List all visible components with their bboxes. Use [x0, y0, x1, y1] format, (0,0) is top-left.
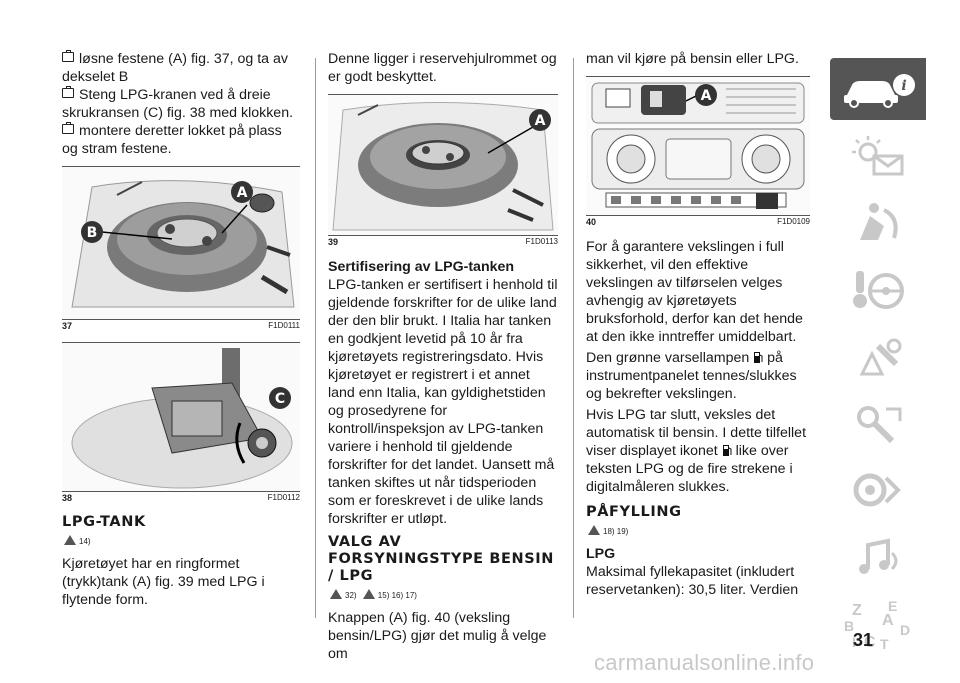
- tab-technical-data[interactable]: [830, 460, 926, 522]
- warning-reference: 14): [64, 533, 300, 551]
- column-3: man vil kjøre på bensin eller LPG. A: [586, 50, 810, 599]
- tab-multimedia[interactable]: [830, 527, 926, 589]
- column-divider: [315, 58, 316, 618]
- section-heading: PÅFYLLING: [586, 504, 682, 520]
- figure-40: A 40: [586, 76, 810, 227]
- checkbox-icon: [62, 122, 74, 134]
- lpg-pump-icon: [754, 352, 763, 363]
- paragraph: Denne ligger i reservehjulrommet og er g…: [328, 51, 557, 85]
- step-3: montere deretter lokket på plass og stra…: [62, 122, 282, 157]
- paragraph: Maksimal fyllekapasitet (inkludert reser…: [586, 564, 799, 598]
- index-letter: B: [844, 618, 854, 634]
- section-heading: VALG AV FORSYNINGSTYPE BENSIN / LPG: [328, 534, 554, 584]
- index-letter: A: [882, 612, 894, 629]
- step-2: Steng LPG-kranen ved å dreie skrukransen…: [62, 86, 294, 121]
- figure-38: C 38 F1D0112: [62, 342, 300, 503]
- callout-c: C: [275, 391, 285, 407]
- paragraph: Knappen (A) fig. 40 (veksling bensin/LPG…: [328, 610, 547, 662]
- callout-a: A: [535, 113, 546, 129]
- figure-number: 38: [62, 493, 73, 503]
- tab-emergency[interactable]: [830, 326, 926, 388]
- subheading: Sertifisering av LPG-tanken: [328, 259, 515, 275]
- callout-b: B: [87, 225, 98, 241]
- paragraph: Kjøretøyet har en ringformet (trykk)tank…: [62, 556, 265, 608]
- watermark: carmanualsonline.info: [594, 650, 815, 675]
- index-letter: E: [888, 599, 897, 614]
- column-divider: [573, 58, 574, 618]
- figure-39: A 39 F1D0113: [328, 94, 558, 247]
- safety-icon: [860, 203, 898, 240]
- index-letter: C: [864, 634, 876, 651]
- lpg-tank-illustration: A: [328, 95, 558, 235]
- warning-icon: [64, 535, 76, 545]
- page-number: 31: [853, 630, 874, 650]
- index-letter: Z: [852, 602, 862, 619]
- figure-code: F1D0112: [267, 493, 300, 502]
- figure-code: F1D0111: [268, 321, 300, 330]
- figure-code: F1D0113: [525, 237, 558, 246]
- figure-number: 37: [62, 321, 73, 331]
- warning-lights-icon: [852, 136, 904, 176]
- index-letter: I: [852, 634, 856, 650]
- figure-code: F1D0109: [777, 217, 810, 226]
- section-heading: LPG-TANK: [62, 514, 146, 530]
- tab-index[interactable]: Z E A B D I C T: [830, 594, 926, 656]
- tab-start-drive[interactable]: [830, 259, 926, 321]
- car-info-icon: i: [844, 74, 915, 108]
- checkbox-icon: [62, 86, 74, 98]
- figure-number: 40: [586, 217, 597, 227]
- emergency-icon: [859, 338, 902, 376]
- tab-maintenance[interactable]: [830, 393, 926, 455]
- paragraph: man vil kjøre på bensin eller LPG.: [586, 51, 799, 67]
- svg-text:i: i: [901, 78, 906, 94]
- figure-number: 39: [328, 237, 339, 247]
- figure-37: A B 37 F1D0111: [62, 166, 300, 331]
- maintenance-icon: [857, 406, 902, 444]
- dashboard-switch-illustration: A: [586, 77, 810, 215]
- warning-icon: [330, 589, 342, 599]
- column-1: løsne festene (A) fig. 37, og ta av deks…: [62, 50, 300, 609]
- warning-icon: [362, 589, 375, 599]
- warning-reference: 32) 15) 16) 17): [330, 587, 558, 605]
- technical-data-icon: [853, 473, 901, 507]
- callout-a: A: [237, 185, 248, 201]
- paragraph: Den grønne varsellampen på instrumentpan…: [586, 350, 797, 402]
- paragraph: Hvis LPG tar slutt, veksles det automati…: [586, 407, 807, 495]
- callout-a: A: [701, 88, 712, 104]
- tab-car-info[interactable]: i: [830, 58, 926, 120]
- index-icon: Z E A B D I C T: [844, 599, 910, 651]
- warning-icon: [588, 525, 600, 535]
- spare-wheel-illustration: A B: [62, 167, 300, 319]
- paragraph: LPG-tanken er sertifisert i henhold til …: [328, 277, 558, 527]
- index-letter: D: [900, 622, 910, 638]
- tab-safety[interactable]: [830, 192, 926, 254]
- paragraph: For å garantere vekslingen i full sikker…: [586, 239, 803, 345]
- column-2: Denne ligger i reservehjulrommet og er g…: [328, 50, 558, 663]
- checkbox-icon: [62, 50, 74, 62]
- tab-warning-lights[interactable]: [830, 125, 926, 187]
- multimedia-icon: [859, 538, 898, 574]
- lpg-valve-illustration: C: [62, 343, 300, 491]
- start-drive-icon: [853, 271, 904, 309]
- warning-reference: 18) 19): [588, 523, 810, 541]
- index-letter: T: [880, 636, 889, 651]
- chapter-sidebar: i: [830, 58, 926, 661]
- step-1: løsne festene (A) fig. 37, og ta av deks…: [62, 50, 288, 85]
- subheading: LPG: [586, 546, 616, 562]
- fuel-pump-icon: [722, 445, 732, 456]
